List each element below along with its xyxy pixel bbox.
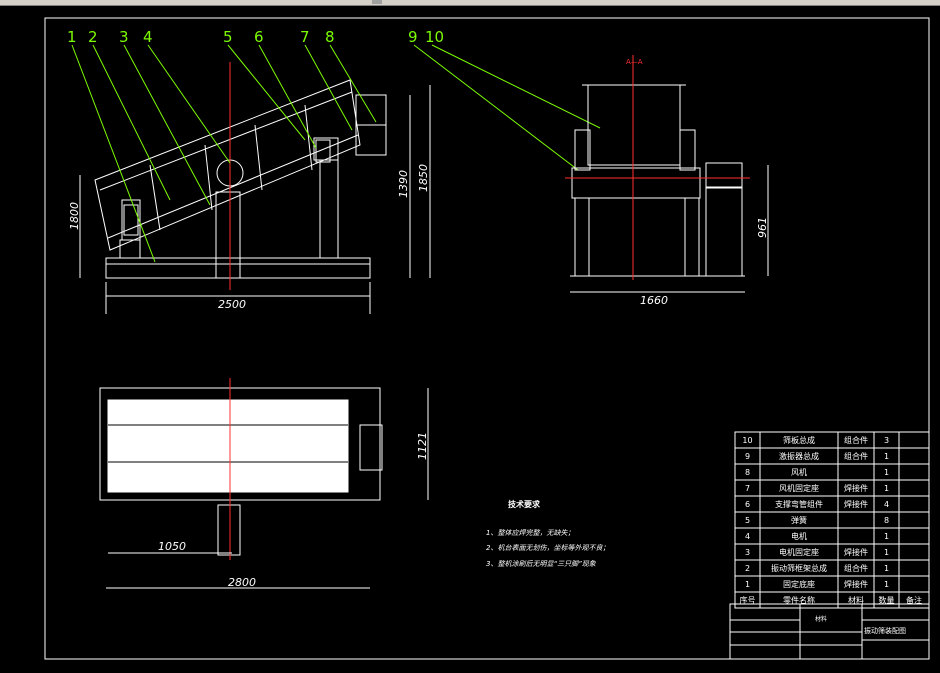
dim-side-width: 1660 [640, 294, 668, 307]
technical-notes: 技术要求 1、整体应焊完整，无缺失； 2、机台表面无划伤，坐标等外观不良； 3、… [486, 499, 609, 568]
bom-row-cell: 风机固定座 [779, 483, 819, 493]
drawing-name: 振动筛装配图 [864, 626, 906, 635]
bom-header-cell: 零件名称 [783, 595, 815, 605]
side-motor [705, 162, 743, 188]
cad-drawing-canvas[interactable]: 2500 1800 1390 1850 1 2 3 4 5 6 7 8 9 10 [0, 5, 940, 673]
front-view: 2500 1800 1390 1850 1 2 3 4 5 6 7 8 9 10 [67, 28, 601, 314]
side-hopper [587, 84, 681, 166]
balloon-8: 8 [325, 28, 335, 46]
dim-front-width: 2500 [218, 298, 246, 311]
balloon-3: 3 [119, 28, 129, 46]
right-support [319, 159, 339, 259]
bom-row-cell: 2 [745, 564, 750, 573]
bom-header-cell: 序号 [740, 595, 756, 605]
bom-row-cell: 1 [884, 548, 889, 557]
notes-title: 技术要求 [508, 499, 541, 509]
plan-view: 1050 2800 1121 [99, 378, 429, 589]
bom-row-cell: 组合件 [844, 435, 868, 445]
bom-row-cell: 1 [884, 580, 889, 589]
dim-front-height-right: 1850 [417, 164, 430, 192]
plan-frame [99, 387, 381, 501]
plan-motor [217, 504, 241, 556]
bom-row-cell: 焊接件 [844, 547, 868, 557]
screen-box [94, 79, 361, 251]
notes-item-3: 3、整机涂刷后无明显“三只脚”现象 [486, 560, 597, 568]
bom-row-cell: 9 [745, 452, 750, 461]
bom-row-cell: 电机固定座 [779, 547, 819, 557]
balloon-4: 4 [143, 28, 153, 46]
bom-row-cell: 4 [745, 532, 750, 541]
bom-row-cell: 1 [745, 580, 750, 589]
drawing-frame [44, 17, 930, 660]
bom-row-cell: 3 [745, 548, 750, 557]
balloon-7: 7 [300, 28, 310, 46]
dim-plan-offset: 1050 [158, 540, 186, 553]
balloon-leaders [71, 44, 601, 263]
side-view: A—A 1660 961 [565, 55, 769, 307]
title-material-cell: 材料 [815, 615, 827, 623]
side-exciter-shaft [571, 167, 701, 199]
dim-plan-width: 2800 [228, 576, 256, 589]
left-support [119, 239, 141, 259]
balloon-1: 1 [67, 28, 77, 46]
bom-row-cell: 激振器总成 [779, 451, 819, 461]
notes-item-2: 2、机台表面无划伤，坐标等外观不良； [486, 544, 609, 552]
dim-front-height-left: 1800 [68, 202, 81, 230]
bom-row-cell: 焊接件 [844, 579, 868, 589]
balloon-2: 2 [88, 28, 98, 46]
bom-row-cell: 组合件 [844, 451, 868, 461]
dim-front-height-mid: 1390 [397, 170, 410, 198]
bom-row-cell: 组合件 [844, 563, 868, 573]
bom-row-cell: 弹簧 [791, 515, 807, 525]
bom-row-cell: 5 [745, 516, 750, 525]
bom-row-cell: 焊接件 [844, 483, 868, 493]
bom-row-cell: 4 [884, 500, 889, 509]
balloon-9: 9 [408, 28, 418, 46]
title-block: 振动筛装配图 材料 [729, 603, 930, 660]
bom-header-cell: 材料 [848, 595, 864, 605]
bom-row-cell: 1 [884, 532, 889, 541]
bom-header-cell: 备注 [906, 595, 922, 605]
bom-row-cell: 风机 [791, 467, 807, 477]
spring-left [123, 204, 139, 236]
bom-row-cell: 10 [742, 436, 752, 445]
base-frame [105, 257, 371, 279]
bom-header-cell: 数量 [879, 595, 895, 605]
bom-row-cell: 7 [745, 484, 750, 493]
top-bar-nub [372, 0, 382, 4]
bom-row-cell: 8 [884, 516, 889, 525]
balloon-6: 6 [254, 28, 264, 46]
bom-row-cell: 1 [884, 452, 889, 461]
section-label-top: A—A [626, 58, 643, 66]
dim-side-height: 961 [756, 217, 769, 238]
bom-row-cell: 固定底座 [783, 579, 815, 589]
bom-row-cell: 8 [745, 468, 750, 477]
bom-row-cell: 6 [745, 500, 750, 509]
motor-stand [215, 191, 241, 279]
dim-plan-height: 1121 [416, 432, 429, 460]
bom-row-cell: 振动筛框架总成 [771, 563, 827, 573]
bom-row-cell: 1 [884, 468, 889, 477]
bom-row-cell: 1 [884, 484, 889, 493]
notes-item-1: 1、整体应焊完整，无缺失； [486, 529, 574, 537]
bom-row-cell: 3 [884, 436, 889, 445]
spring-right [315, 139, 331, 163]
plan-screen-deck [107, 399, 349, 493]
balloon-10: 10 [425, 28, 444, 46]
bom-row-cell: 焊接件 [844, 499, 868, 509]
bom-row-cell: 支撑弯管组件 [775, 499, 823, 509]
bom-row-cell: 电机 [791, 531, 807, 541]
window-top-bar [0, 0, 940, 6]
balloon-5: 5 [223, 28, 233, 46]
bom-row-cell: 1 [884, 564, 889, 573]
bom-row-cell: 筛板总成 [783, 435, 815, 445]
